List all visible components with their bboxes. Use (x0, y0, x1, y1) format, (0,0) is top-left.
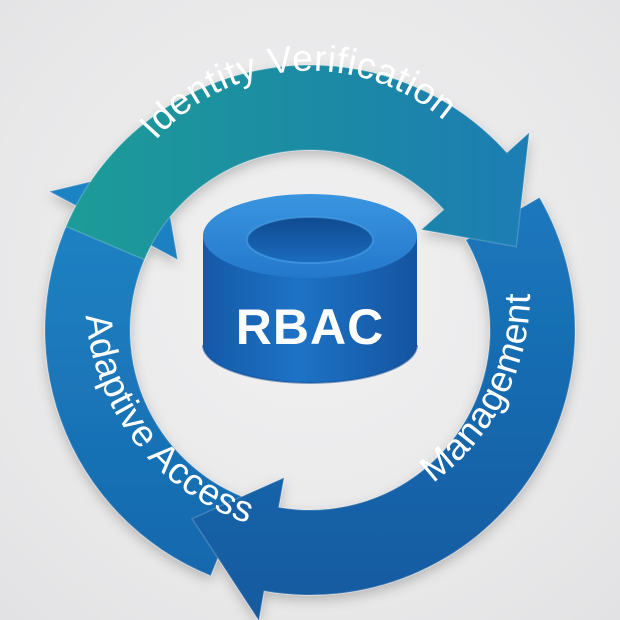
management-arrow (190, 196, 576, 620)
identity-verification-arrow (65, 64, 531, 261)
rbac-cylinder: RBAC (202, 194, 418, 384)
center-label: RBAC (236, 299, 384, 355)
